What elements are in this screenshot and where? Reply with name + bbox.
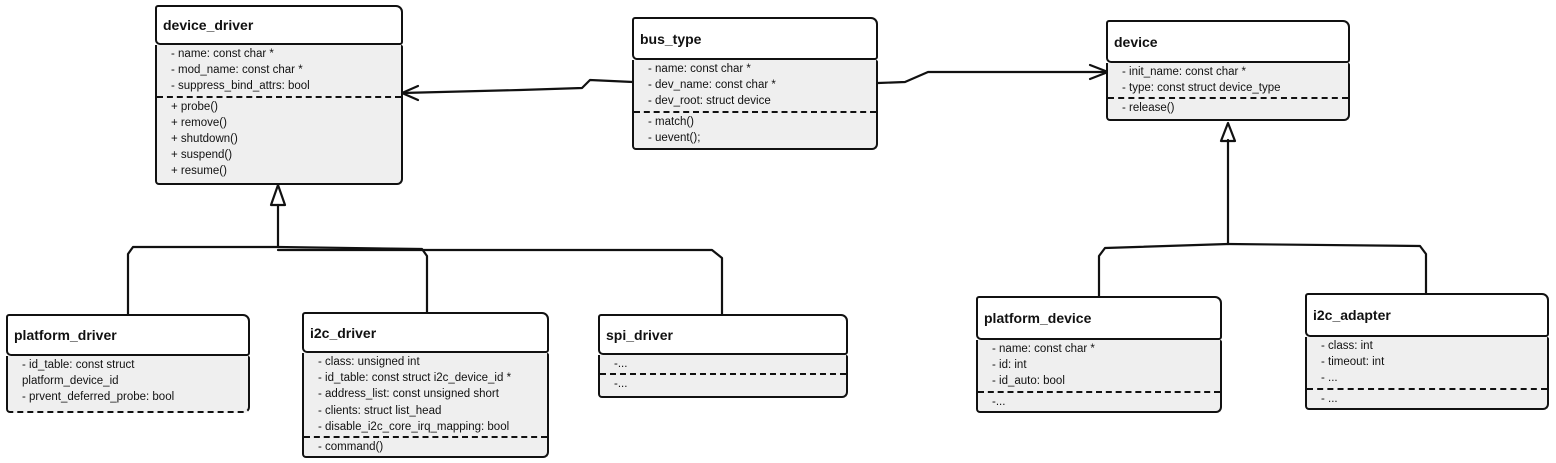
class-platform-device[interactable]: platform_device - name: const char * - i… xyxy=(976,296,1222,413)
class-name: platform_driver xyxy=(14,327,117,343)
attribute: - address_list: const unsigned short xyxy=(318,388,499,401)
attributes: - name: const char * - mod_name: const c… xyxy=(157,45,401,96)
operation: - command() xyxy=(318,441,384,454)
attribute: -... xyxy=(614,358,628,370)
class-header: bus_type xyxy=(632,17,878,60)
generalization-i2c-adapter xyxy=(1226,242,1428,295)
class-i2c-driver[interactable]: i2c_driver - class: unsigned int - id_ta… xyxy=(302,312,549,458)
class-body: - name: const char * - mod_name: const c… xyxy=(155,45,403,185)
attribute: - ... xyxy=(1321,372,1338,385)
attribute: - timeout: int xyxy=(1321,356,1385,369)
attribute: - name: const char * xyxy=(171,48,274,60)
class-device[interactable]: device - init_name: const char * - type:… xyxy=(1106,20,1350,121)
attribute: - id_auto: bool xyxy=(992,375,1065,388)
operation: - match() xyxy=(648,115,694,128)
class-header: platform_device xyxy=(976,296,1222,340)
attribute: - name: const char * xyxy=(648,63,751,75)
attribute: - prvent_deferred_probe: bool xyxy=(22,391,175,404)
attribute: - init_name: const char * xyxy=(1122,66,1247,78)
operation: - release() xyxy=(1122,102,1175,115)
attribute: - id_table: const struct xyxy=(22,359,135,371)
operation: + suspend() xyxy=(171,149,233,162)
attribute: - dev_root: struct device xyxy=(648,95,771,108)
attribute: - suppress_bind_attrs: bool xyxy=(171,80,310,93)
class-name: platform_device xyxy=(984,310,1092,326)
generalization-spi-driver xyxy=(276,248,724,316)
operation: - ... xyxy=(1321,392,1338,405)
generalization-platform-driver xyxy=(126,245,280,316)
class-header: platform_driver xyxy=(6,314,250,356)
class-header: i2c_driver xyxy=(302,312,549,353)
attribute: - id_table: const struct i2c_device_id * xyxy=(318,372,512,385)
class-header: device_driver xyxy=(155,5,403,45)
class-body: -... -... xyxy=(598,355,848,398)
attributes: - class: int - timeout: int - ... xyxy=(1307,337,1547,388)
class-i2c-adapter[interactable]: i2c_adapter - class: int - timeout: int … xyxy=(1305,293,1549,410)
operations: - match() - uevent(); xyxy=(634,110,876,147)
attribute: - disable_i2c_core_irq_mapping: bool xyxy=(318,420,510,433)
inheritance-triangle-device xyxy=(1219,121,1237,143)
operation: + probe() xyxy=(171,100,218,113)
operations: + probe() + remove() + shutdown() + susp… xyxy=(157,95,401,181)
class-name: spi_driver xyxy=(606,326,673,343)
attributes: -... xyxy=(600,355,846,373)
attribute: - name: const char * xyxy=(992,343,1095,355)
class-platform-driver[interactable]: platform_driver - id_table: const struct… xyxy=(6,314,250,413)
attribute: - dev_name: const char * xyxy=(648,79,776,92)
class-name: bus_type xyxy=(640,30,702,47)
class-spi-driver[interactable]: spi_driver -... -... xyxy=(598,314,848,398)
operation: + resume() xyxy=(171,165,227,178)
attribute: - class: int xyxy=(1321,340,1373,352)
operation: - uevent(); xyxy=(648,131,701,144)
operation: -... xyxy=(992,395,1006,408)
operations: - release() xyxy=(1108,97,1348,117)
attribute: - class: unsigned int xyxy=(318,356,420,368)
class-body: - init_name: const char * - type: const … xyxy=(1106,63,1350,121)
class-body: - class: int - timeout: int - ... - ... xyxy=(1305,337,1549,410)
generalization-platform-device xyxy=(1097,242,1230,298)
association-bus-to-driver xyxy=(400,78,635,95)
class-name: device_driver xyxy=(163,17,254,33)
class-body: - name: const char * - dev_name: const c… xyxy=(632,60,878,150)
operation: + shutdown() xyxy=(171,133,238,146)
class-header: i2c_adapter xyxy=(1305,293,1549,337)
generalization-i2c-driver xyxy=(276,245,429,316)
class-header: spi_driver xyxy=(598,314,848,355)
attribute: platform_device_id xyxy=(22,375,119,388)
attribute: - clients: struct list_head xyxy=(318,404,442,417)
association-bus-to-device xyxy=(876,70,1110,85)
class-name: i2c_driver xyxy=(310,324,377,341)
class-header: device xyxy=(1106,20,1350,63)
attributes: - class: unsigned int - id_table: const … xyxy=(304,353,547,436)
operations: - command() xyxy=(304,436,547,456)
attributes: - name: const char * - dev_name: const c… xyxy=(634,60,876,111)
operation: -... xyxy=(614,378,628,391)
attributes: - name: const char * - id: int - id_auto… xyxy=(978,340,1220,391)
operations: -... xyxy=(978,390,1220,411)
attribute: - type: const struct device_type xyxy=(1122,82,1281,95)
attribute: - mod_name: const char * xyxy=(171,64,303,77)
class-device-driver[interactable]: device_driver - name: const char * - mod… xyxy=(155,5,403,185)
attributes: - init_name: const char * - type: const … xyxy=(1108,63,1348,97)
operations: -... xyxy=(600,373,846,393)
class-name: i2c_adapter xyxy=(1313,307,1391,323)
inheritance-triangle-driver xyxy=(269,183,287,207)
class-name: device xyxy=(1114,33,1158,50)
class-body: - class: unsigned int - id_table: const … xyxy=(302,353,549,458)
operation: + remove() xyxy=(171,116,227,129)
class-body: - name: const char * - id: int - id_auto… xyxy=(976,340,1222,413)
class-bus-type[interactable]: bus_type - name: const char * - dev_name… xyxy=(632,17,878,150)
operations: - ... xyxy=(1307,387,1547,408)
attributes: - id_table: const struct platform_device… xyxy=(8,356,248,407)
attribute: - id: int xyxy=(992,359,1027,372)
class-body: - id_table: const struct platform_device… xyxy=(6,356,250,413)
